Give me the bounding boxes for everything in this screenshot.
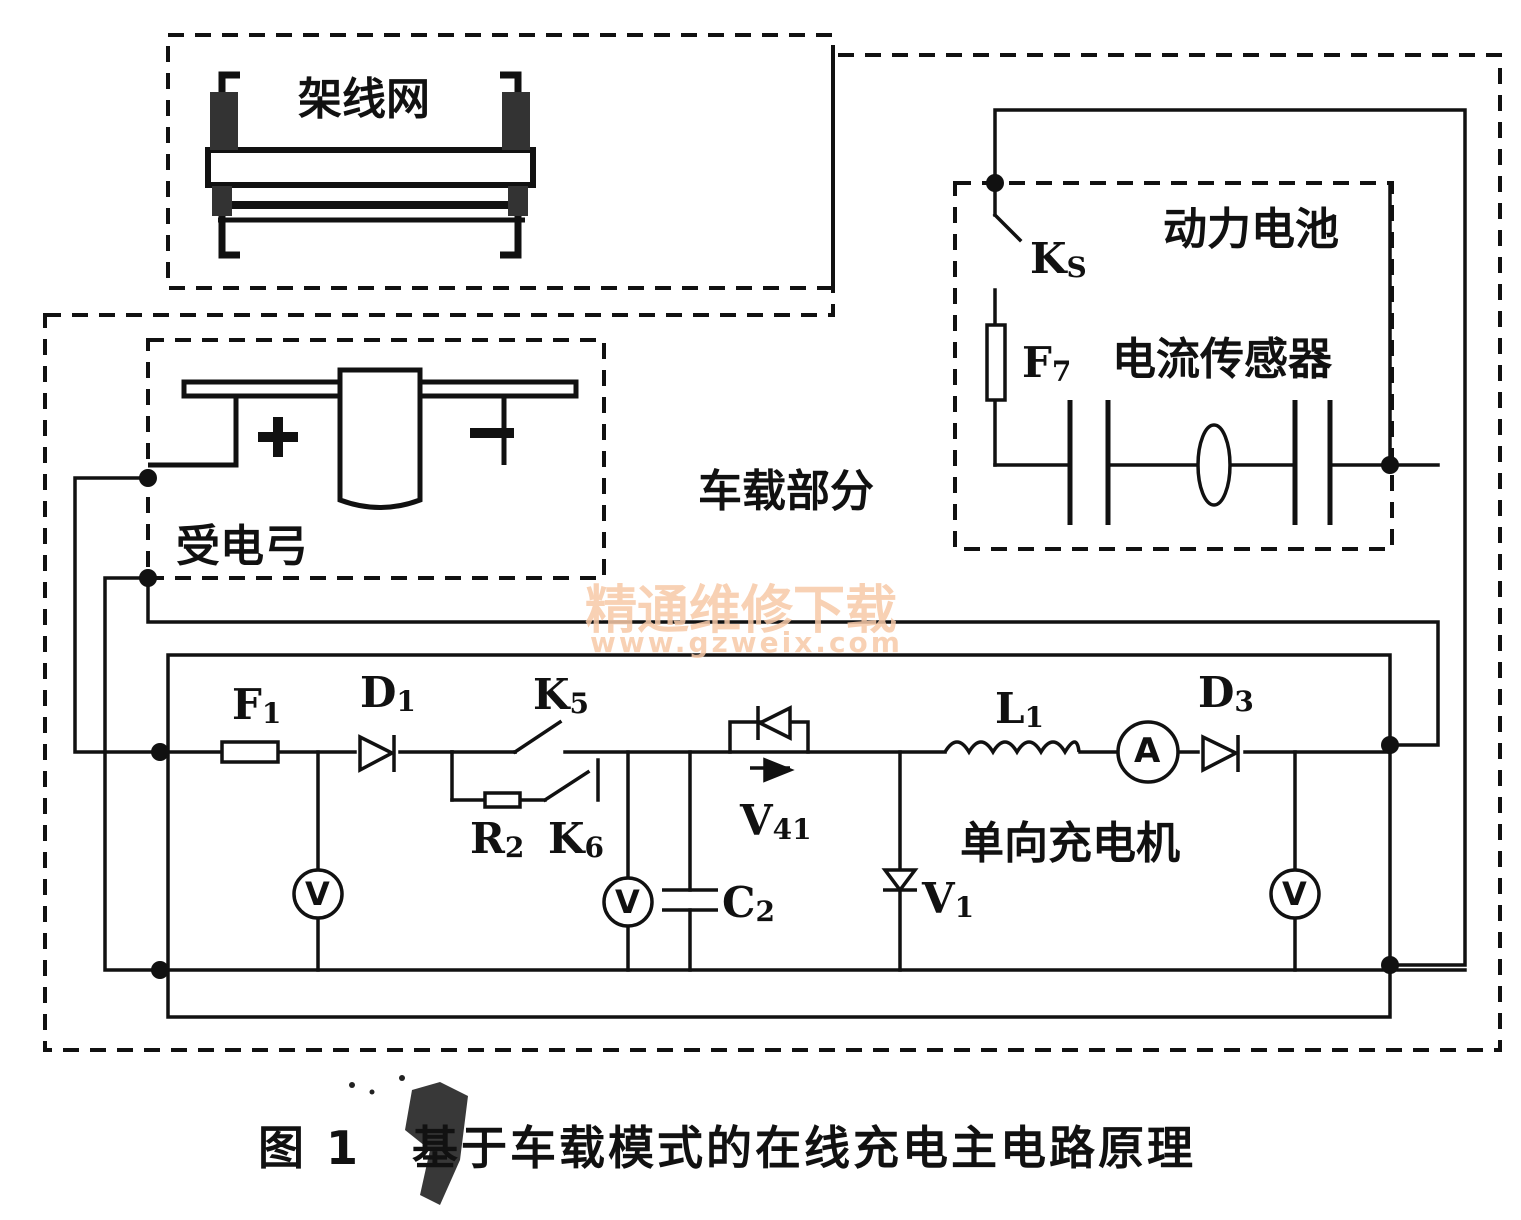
f1-fuse [220,740,280,764]
k5-label: K5 [533,670,589,720]
component-symbols [220,323,1333,912]
d1-label: D1 [360,668,416,718]
voltmeter-3-symbol: V [1282,875,1307,913]
onboard-part-boundary [43,53,1502,1052]
pantograph-label: 受电弓 [176,521,308,572]
ks-label: KS [1030,234,1087,284]
l1-inductor [943,740,1081,756]
l1-label: L1 [995,684,1045,734]
f1-label: F1 [232,680,282,730]
watermark-url: www.gzweix.com [590,626,903,659]
v1-diode [881,868,919,893]
dashed-boundaries [43,33,1502,1052]
v41-label: V41 [740,796,812,846]
watermark-title: 精通维修下载 [585,581,898,641]
power-battery-label: 动力电池 [1163,204,1339,255]
ammeter-symbol: A [1134,731,1161,771]
ammeter [1116,720,1180,784]
c2-label: C2 [722,878,775,928]
pantograph-box [146,338,606,580]
f7-label: F7 [1022,338,1072,388]
caption-smudge [349,1075,468,1205]
junction-dots [139,174,1399,979]
voltmeter-1-symbol: V [305,875,330,913]
k6-label: K6 [548,814,604,864]
d1-diode [358,734,396,773]
figure-number: 图 1 [258,1121,362,1175]
voltmeter-2-symbol: V [615,883,640,921]
v1-label: V1 [922,874,975,924]
current-sensor-label: 电流传感器 [1112,334,1332,385]
overhead-line-label: 架线网 [298,74,430,125]
d3-label: D3 [1198,668,1254,718]
charger-label: 单向充电机 [960,818,1180,869]
voltmeter-2 [602,876,654,928]
v41-diode [756,705,792,741]
overhead-line-box [166,33,835,290]
current-sensor-ring [1196,423,1232,507]
onboard-part-label: 车载部分 [698,466,874,517]
meter-circles [292,720,1321,928]
pantograph-drawing [148,367,579,510]
r2-label: R2 [470,814,525,864]
battery-box [953,181,1394,551]
r2-resistor [483,791,522,809]
voltmeter-3 [1269,868,1321,920]
figure-caption: 基于车载模式的在线充电主电路原理 [412,1121,1196,1175]
voltmeter-1 [292,868,344,920]
overhead-line-drawing [205,71,536,259]
f7-fuse [985,323,1007,402]
pantograph-polarity [258,417,514,457]
d3-diode [1201,734,1240,773]
